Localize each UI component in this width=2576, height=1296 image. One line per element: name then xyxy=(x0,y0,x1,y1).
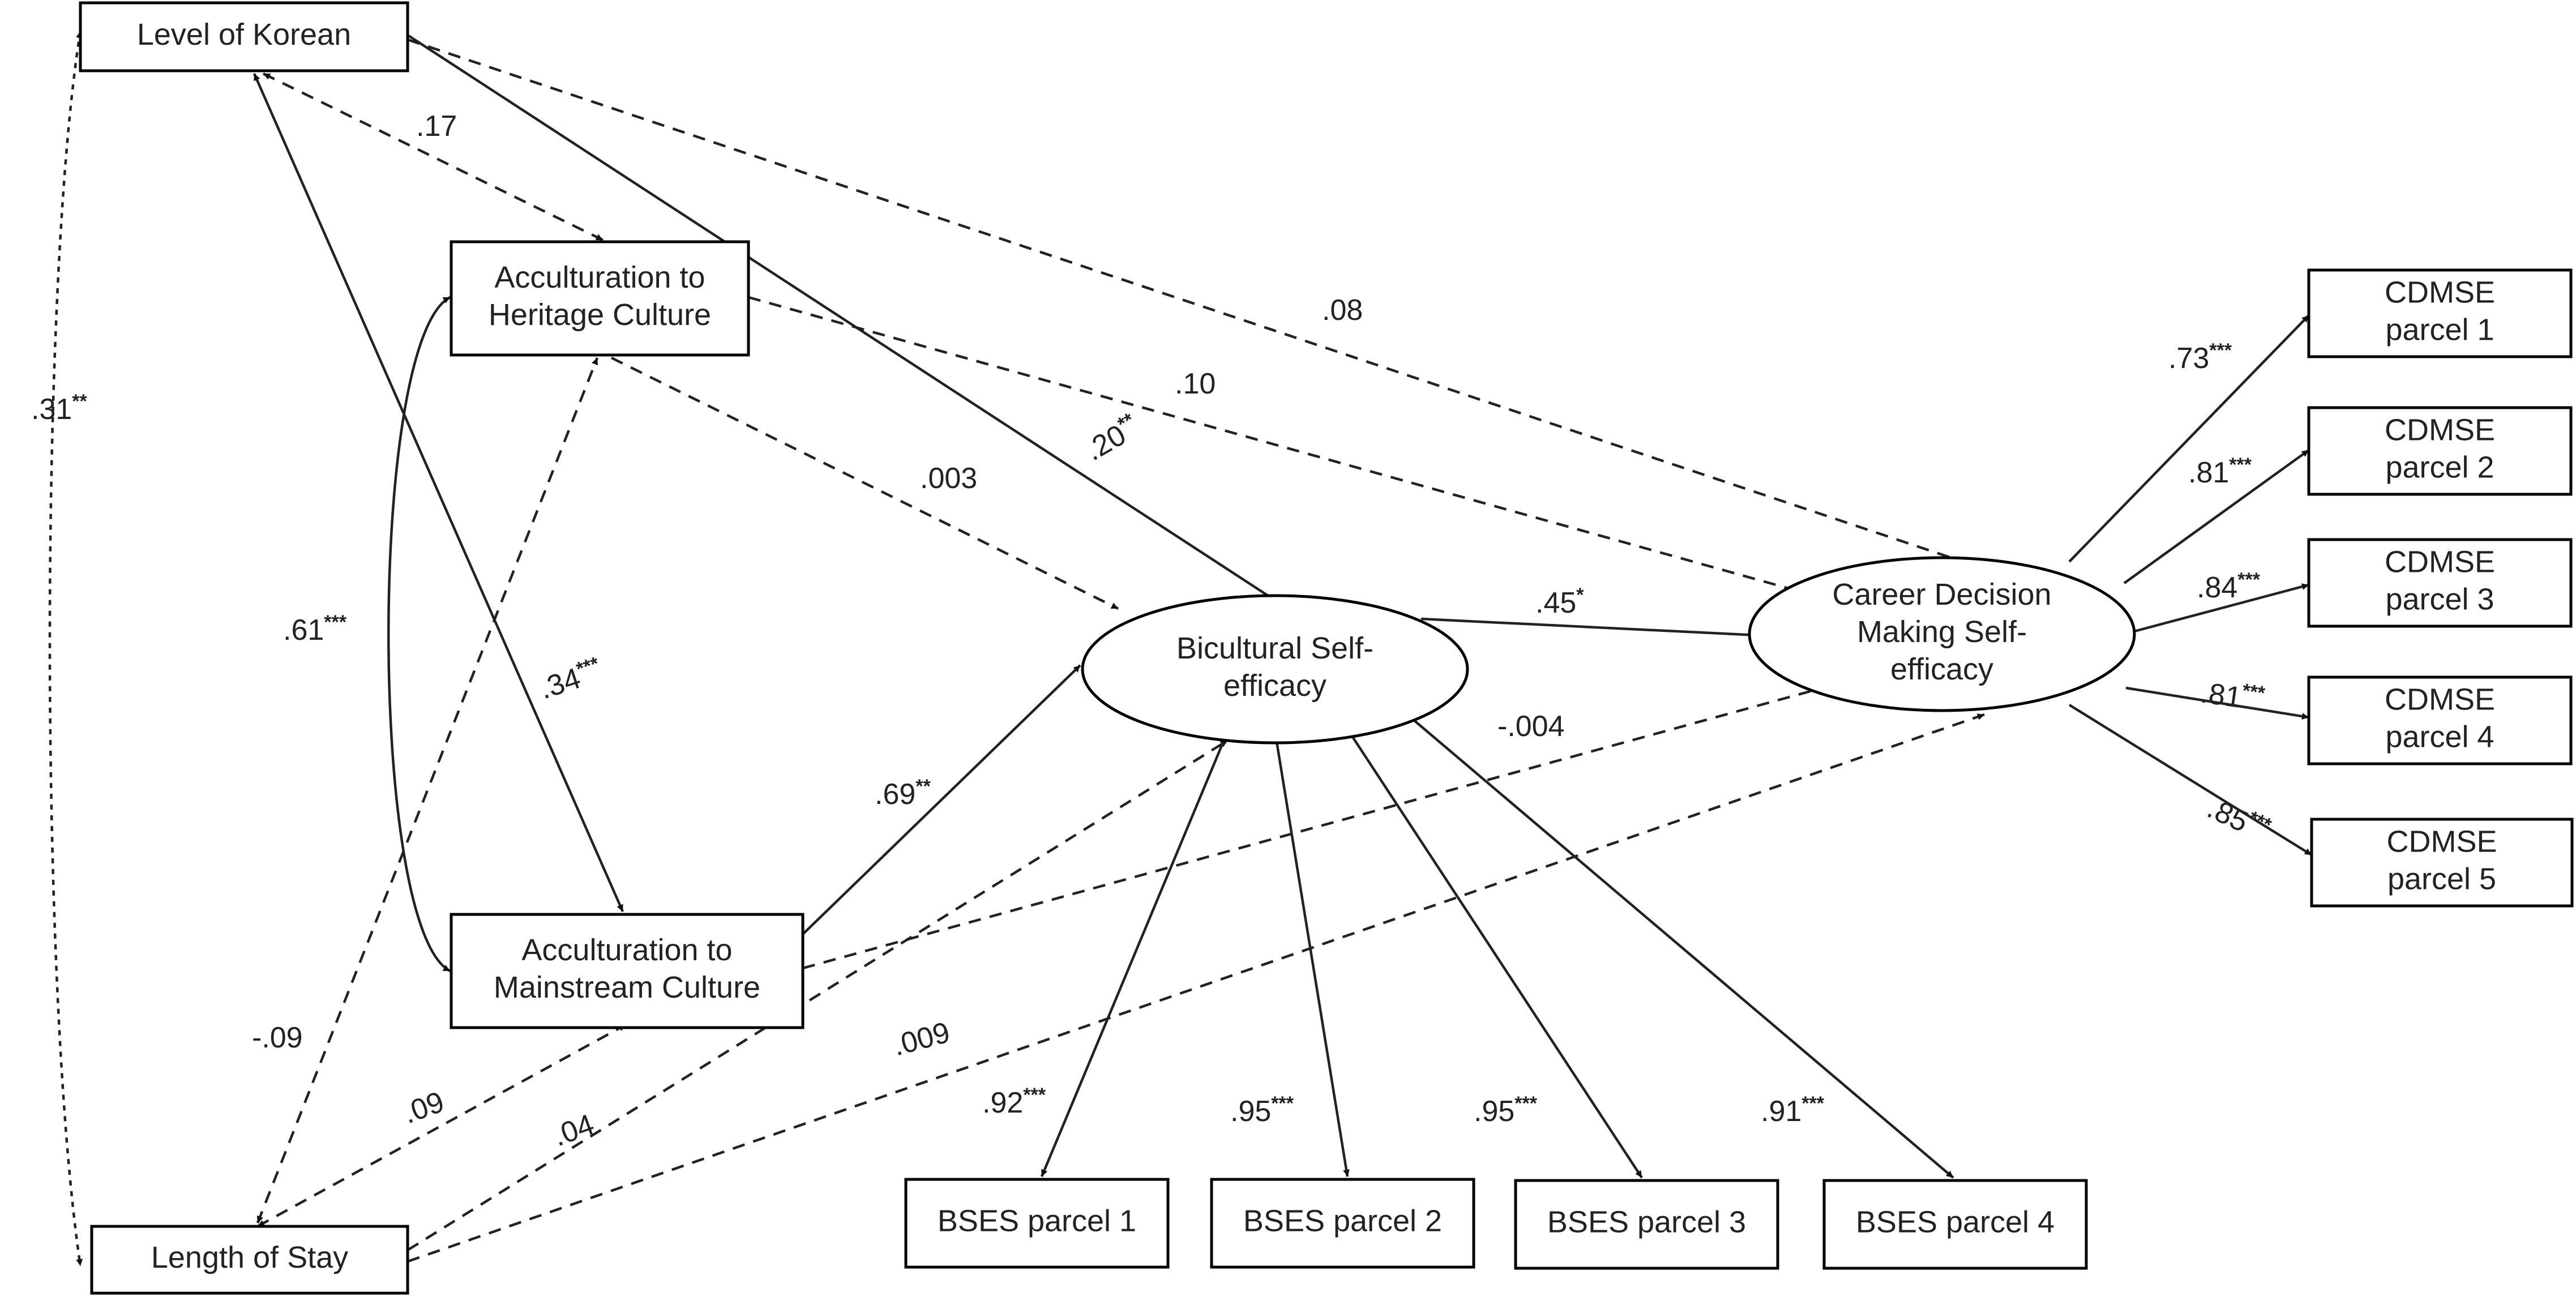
node-bses-parcel-4: BSES parcel 4 xyxy=(1822,1179,2088,1270)
nodes: Level of Korean Acculturation to Heritage… xyxy=(79,1,2574,1295)
bses-label-line-1: Bicultural Self- xyxy=(1176,631,1373,665)
edge-mainstream-bses xyxy=(802,664,1081,935)
edge-cdmse-p3 xyxy=(2134,583,2309,633)
cd5-label-line-2: parcel 5 xyxy=(2387,862,2496,896)
cdmse-label-line-1: Career Decision xyxy=(1832,578,2051,611)
heritage-label-line-1: Acculturation to xyxy=(494,260,705,294)
bses4-label-line-1: BSES parcel 4 xyxy=(1856,1205,2055,1239)
edges xyxy=(48,31,2313,1267)
edge-cdmse-p1 xyxy=(2068,314,2310,563)
svg-text:BSES parcel 3: BSES parcel 3 xyxy=(1547,1205,1746,1239)
korean-label-line-1: Level of Korean xyxy=(137,18,351,52)
cdmse-label-line-3: efficacy xyxy=(1890,652,1993,686)
edge-cdmse-p2 xyxy=(2123,449,2310,584)
mainstream-label-line-2: Mainstream Culture xyxy=(494,970,760,1004)
edge-bses-p2 xyxy=(1275,741,1350,1177)
edge-cdmse-p5 xyxy=(2068,704,2313,856)
edge-cdmse-p4 xyxy=(2125,686,2309,720)
cd2-label-line-2: parcel 2 xyxy=(2385,451,2494,485)
bses1-label-line-1: BSES parcel 1 xyxy=(938,1204,1136,1238)
node-bicultural-self-efficacy: Bicultural Self-efficacy xyxy=(1081,594,1469,745)
coef-mainstream-bses: .69** xyxy=(875,776,931,811)
edge-heritage-bses xyxy=(611,356,1119,610)
svg-text:Level of Korean: Level of Korean xyxy=(137,18,351,52)
coef-korean-stay: .31** xyxy=(31,391,88,426)
cd4-label-line-1: CDMSE xyxy=(2385,683,2495,717)
node-bses-parcel-2: BSES parcel 2 xyxy=(1210,1178,1475,1269)
coef-bses-cdmse: .45* xyxy=(1535,584,1584,619)
node-bses-parcel-1: BSES parcel 1 xyxy=(904,1178,1170,1269)
coef-cdmse-p1: .73*** xyxy=(2168,340,2232,375)
bses-label-line-2: efficacy xyxy=(1223,669,1326,703)
coef-cdmse-p2: .81*** xyxy=(2188,454,2252,489)
coef-cdmse-p4: .81*** xyxy=(2198,674,2266,717)
svg-text:Bicultural Self-efficacy: Bicultural Self-efficacy xyxy=(1176,631,1373,703)
node-level-of-korean: Level of Korean xyxy=(79,1,409,72)
node-cdmse-parcel-3: CDMSE parcel 3 xyxy=(2307,538,2573,628)
heritage-label-line-2: Heritage Culture xyxy=(489,298,711,332)
edge-bses-p4 xyxy=(1411,718,1954,1179)
coef-cdmse-p3: .84*** xyxy=(2197,569,2261,604)
coef-bses-p3: .95*** xyxy=(1474,1093,1538,1128)
coef-heritage-cdmse: .10 xyxy=(1175,367,1216,400)
coef-mainstream-cdmse: -.004 xyxy=(1497,710,1565,743)
edge-bses-cdmse xyxy=(1420,617,1758,639)
svg-text:BSES parcel 1: BSES parcel 1 xyxy=(938,1204,1136,1238)
edge-heritage-cdmse xyxy=(748,296,1801,593)
svg-text:Length of Stay: Length of Stay xyxy=(151,1241,348,1274)
edge-korean-stay xyxy=(48,31,83,1267)
stay-label-line-1: Length of Stay xyxy=(151,1241,348,1274)
coef-bses-p2: .95*** xyxy=(1230,1093,1294,1128)
cd3-label-line-2: parcel 3 xyxy=(2385,583,2494,617)
bses2-label-line-1: BSES parcel 2 xyxy=(1243,1204,1442,1238)
coef-korean-heritage: .17 xyxy=(416,110,457,143)
edge-bses-p1 xyxy=(1040,735,1227,1177)
cdmse-label-line-2: Making Self- xyxy=(1857,615,2027,649)
coef-bses-p4: .91*** xyxy=(1761,1093,1825,1128)
edge-bses-p3 xyxy=(1352,737,1643,1179)
coef-heritage-mainstream: .61*** xyxy=(283,611,347,647)
edge-korean-cdmse xyxy=(407,38,1974,567)
node-bses-parcel-3: BSES parcel 3 xyxy=(1514,1179,1779,1270)
cd1-label-line-1: CDMSE xyxy=(2385,276,2495,310)
coef-korean-cdmse: .08 xyxy=(1322,294,1363,327)
bses3-label-line-1: BSES parcel 3 xyxy=(1547,1205,1746,1239)
node-length-of-stay: Length of Stay xyxy=(90,1225,409,1295)
cd1-label-line-2: parcel 1 xyxy=(2385,313,2494,347)
cd5-label-line-1: CDMSE xyxy=(2386,825,2497,859)
mainstream-label-line-1: Acculturation to xyxy=(521,933,732,967)
cd3-label-line-1: CDMSE xyxy=(2385,545,2495,579)
coef-bses-p1: .92*** xyxy=(982,1084,1046,1119)
coef-stay-heritage: -.09 xyxy=(252,1021,303,1054)
cd2-label-line-1: CDMSE xyxy=(2385,413,2495,447)
edge-stay-mainstream xyxy=(256,1024,627,1227)
edge-mainstream-cdmse xyxy=(802,685,1829,970)
svg-text:BSES parcel 2: BSES parcel 2 xyxy=(1243,1204,1442,1238)
coef-heritage-bses: .003 xyxy=(920,462,977,495)
node-acculturation-heritage: Acculturation to Heritage Culture xyxy=(450,240,750,357)
cd4-label-line-2: parcel 4 xyxy=(2385,720,2494,754)
node-cdmse-parcel-2: CDMSE parcel 2 xyxy=(2307,406,2573,496)
svg-text:BSES parcel 4: BSES parcel 4 xyxy=(1856,1205,2055,1239)
